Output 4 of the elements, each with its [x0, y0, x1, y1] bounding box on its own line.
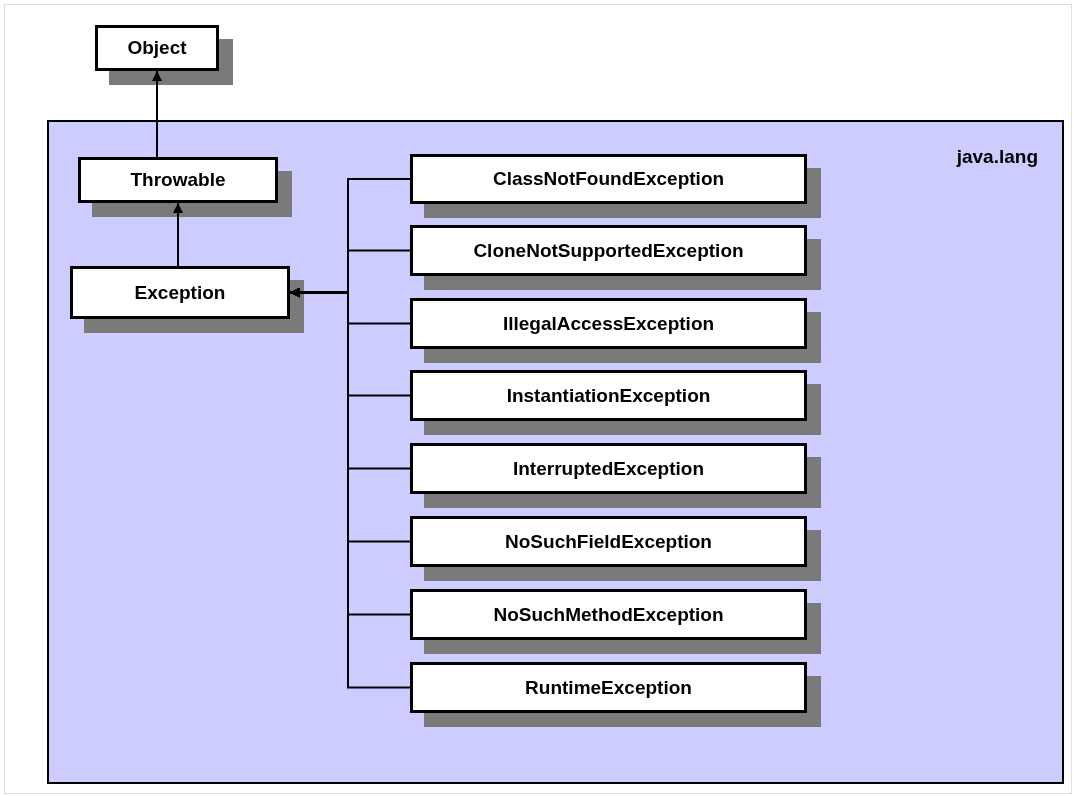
inheritance-arrow — [173, 202, 183, 267]
package-frame — [47, 120, 1064, 784]
package-name: java.lang — [956, 146, 1038, 168]
inheritance-arrow — [152, 70, 162, 158]
